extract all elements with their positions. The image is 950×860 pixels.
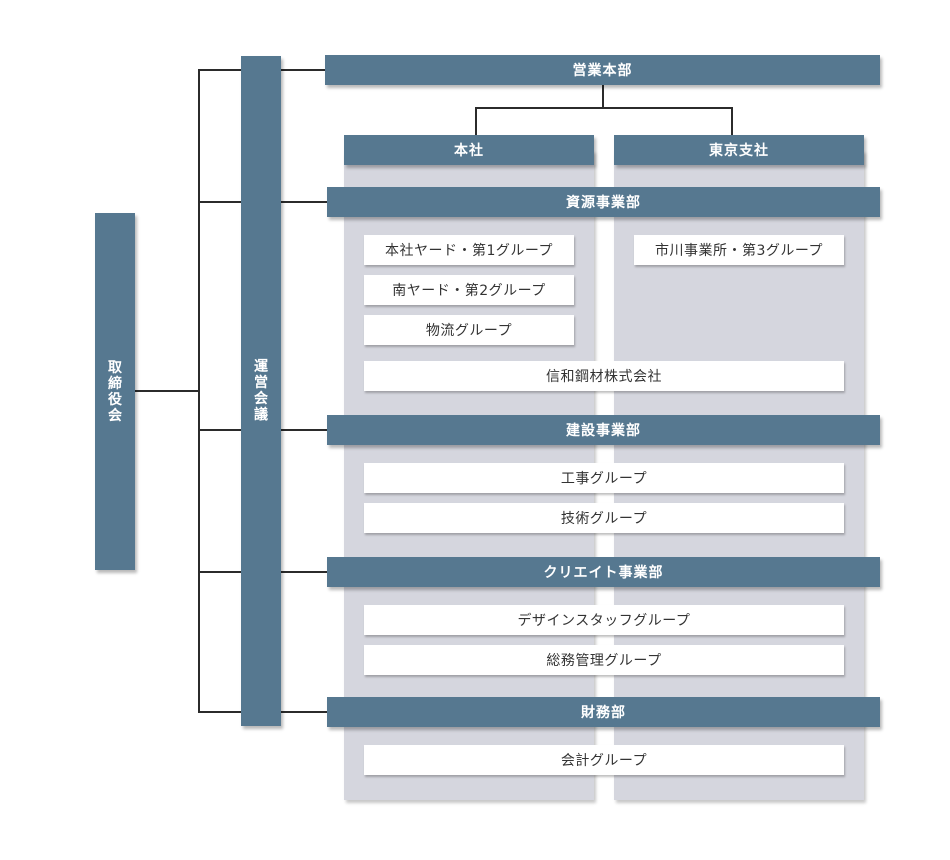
council-label-char: 議 bbox=[254, 407, 268, 423]
sales-hq-stem-line bbox=[602, 84, 604, 108]
sales-hq-label: 営業本部 bbox=[572, 63, 633, 79]
general-affairs-group-label: 総務管理グループ bbox=[546, 653, 662, 669]
works-group-box: 工事グループ bbox=[364, 463, 844, 493]
board-label-char: 取 bbox=[108, 359, 122, 376]
honsha-label: 本社 bbox=[454, 143, 484, 159]
general-affairs-group-box: 総務管理グループ bbox=[364, 645, 844, 675]
honsha-yard-group-box: 本社ヤード・第1グループ bbox=[364, 235, 574, 265]
accounting-group-label: 会計グループ bbox=[560, 753, 648, 769]
board-to-bus-line bbox=[134, 390, 200, 392]
accounting-group-box: 会計グループ bbox=[364, 745, 844, 775]
create-division-label: クリエイト事業部 bbox=[543, 565, 664, 581]
management-council-box: 運 営 会 議 bbox=[241, 56, 281, 726]
finance-division-label: 財務部 bbox=[581, 705, 626, 721]
board-label-char: 役 bbox=[108, 391, 122, 408]
council-label-char: 運 bbox=[254, 359, 268, 375]
sales-hq-bar: 営業本部 bbox=[325, 55, 880, 85]
technical-group-box: 技術グループ bbox=[364, 503, 844, 533]
technical-group-label: 技術グループ bbox=[560, 511, 648, 527]
board-of-directors-box: 取 締 役 会 bbox=[95, 213, 135, 570]
council-label-char: 営 bbox=[254, 375, 268, 391]
finance-division-bar: 財務部 bbox=[327, 697, 880, 727]
works-group-label: 工事グループ bbox=[560, 471, 648, 487]
honsha-header: 本社 bbox=[344, 135, 594, 165]
design-staff-group-box: デザインスタッフグループ bbox=[364, 605, 844, 635]
design-staff-group-label: デザインスタッフグループ bbox=[517, 613, 691, 629]
minami-yard-group-box: 南ヤード・第2グループ bbox=[364, 275, 574, 305]
construction-division-bar: 建設事業部 bbox=[327, 415, 880, 445]
logistics-group-box: 物流グループ bbox=[364, 315, 574, 345]
logistics-group-label: 物流グループ bbox=[425, 323, 513, 339]
council-label-char: 会 bbox=[254, 391, 268, 407]
tokyo-stem-line bbox=[731, 107, 733, 135]
board-label-char: 締 bbox=[108, 375, 122, 392]
tokyo-branch-label: 東京支社 bbox=[709, 143, 769, 159]
offices-horizontal-line bbox=[475, 107, 733, 109]
honsha-stem-line bbox=[475, 107, 477, 135]
ichikawa-group-label: 市川事業所・第3グループ bbox=[654, 243, 824, 259]
create-division-bar: クリエイト事業部 bbox=[327, 557, 880, 587]
tokyo-branch-header: 東京支社 bbox=[614, 135, 864, 165]
board-label-char: 会 bbox=[108, 407, 122, 424]
subsidiary-box: 信和鋼材株式会社 bbox=[364, 361, 844, 391]
honsha-yard-group-label: 本社ヤード・第1グループ bbox=[384, 243, 554, 259]
ichikawa-group-box: 市川事業所・第3グループ bbox=[634, 235, 844, 265]
resources-division-bar: 資源事業部 bbox=[327, 187, 880, 217]
construction-division-label: 建設事業部 bbox=[566, 423, 641, 439]
resources-division-label: 資源事業部 bbox=[566, 195, 641, 211]
minami-yard-group-label: 南ヤード・第2グループ bbox=[392, 283, 546, 299]
left-vertical-bus-line bbox=[198, 69, 200, 713]
subsidiary-label: 信和鋼材株式会社 bbox=[546, 369, 662, 385]
